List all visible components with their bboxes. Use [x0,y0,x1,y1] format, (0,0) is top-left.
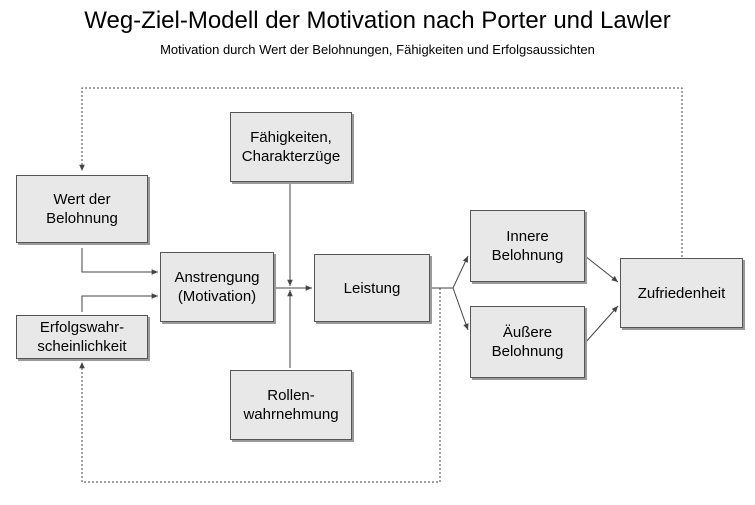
arrow-wert-to-anstrengung [81,248,158,275]
feedback-loop-bottom [79,288,441,483]
diagram-subtitle: Motivation durch Wert der Belohnungen, F… [160,42,595,57]
node-anstrengung: Anstrengung (Motivation) [160,252,274,322]
diagram-title: Weg-Ziel-Modell der Motivation nach Port… [84,7,671,34]
node-aeussere-belohnung-label: Äußere Belohnung [491,324,564,360]
arrow-innere-to-zufriedenheit [584,255,619,283]
node-zufriedenheit-label: Zufriedenheit [637,284,726,302]
arrow-erfolg-to-anstrengung [81,293,158,312]
node-leistung: Leistung [314,254,430,322]
node-erfolgswahrscheinlichkeit: Erfolgswahr- scheinlichkeit [16,315,148,359]
node-rollenwahrnehmung-label: Rollen- wahrnehmung [243,387,339,423]
feedback-loop-top [79,87,683,257]
arrow-leistung-to-innere [430,255,469,289]
arrow-leistung-to-aeussere [452,287,469,331]
node-wert-der-belohnung: Wert der Belohnung [16,175,148,243]
node-zufriedenheit: Zufriedenheit [620,258,743,328]
node-innere-belohnung-label: Innere Belohnung [491,228,564,264]
node-innere-belohnung: Innere Belohnung [470,210,585,282]
node-faehigkeiten-label: Fähigkeiten, Charakterzüge [241,129,341,165]
node-leistung-label: Leistung [343,279,401,297]
node-erfolgswahrscheinlichkeit-label: Erfolgswahr- scheinlichkeit [37,319,127,355]
node-anstrengung-label: Anstrengung (Motivation) [174,269,260,305]
node-rollenwahrnehmung: Rollen- wahrnehmung [230,370,352,440]
node-wert-der-belohnung-label: Wert der Belohnung [46,191,118,227]
node-aeussere-belohnung: Äußere Belohnung [470,306,585,378]
arrow-aeussere-to-zufriedenheit [584,305,619,344]
node-faehigkeiten: Fähigkeiten, Charakterzüge [230,112,352,182]
